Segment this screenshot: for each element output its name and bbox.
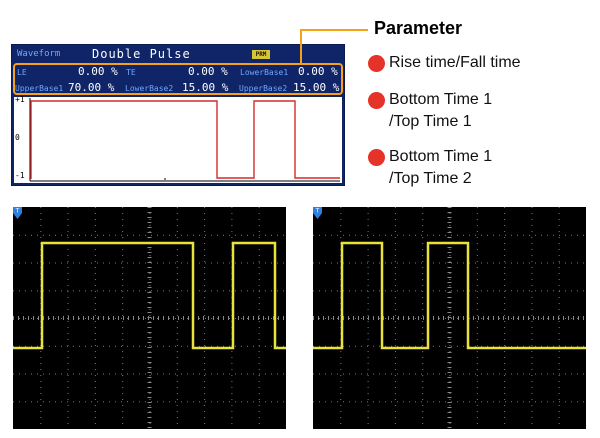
scope-trace-right — [313, 241, 586, 350]
legend-text-line1: Rise time/Fall time — [389, 54, 521, 71]
waveform-label: Waveform — [17, 49, 61, 59]
param-lowerbase1-label: LowerBase1 — [240, 68, 289, 77]
param-upperbase2-label: UpperBase2 — [239, 84, 288, 93]
svg-text:T: T — [315, 208, 320, 215]
param-upperbase2-value[interactable]: 15.00 % — [293, 81, 340, 94]
y-label-top: +1 — [15, 95, 25, 104]
parameter-row-1: LE 0.00 % TE 0.00 % LowerBase1 0.00 % — [12, 64, 344, 79]
waveform-panel: Waveform Double Pulse PRM LE 0.00 % TE 0… — [11, 44, 345, 186]
param-upperbase1-value[interactable]: 70.00 % — [68, 81, 115, 94]
legend-text-line2: /Top Time 1 — [389, 113, 472, 130]
parameter-highlight-box — [13, 63, 343, 95]
scope-grid-left — [13, 207, 286, 428]
parameter-row-2: UpperBase1 70.00 % LowerBase2 15.00 % Up… — [12, 80, 344, 95]
prm-badge: PRM — [252, 50, 270, 59]
trigger-marker-icon: T — [13, 207, 22, 219]
param-te-label: TE — [126, 68, 136, 77]
trigger-marker-icon: T — [313, 207, 322, 219]
parameter-title: Parameter — [374, 18, 463, 38]
legend-text-line1: Bottom Time 1 — [389, 148, 493, 165]
param-te-value[interactable]: 0.00 % — [188, 65, 228, 78]
legend-text-line1: Bottom Time 1 — [389, 91, 493, 108]
svg-text:T: T — [15, 208, 20, 215]
param-le-label: LE — [17, 68, 27, 77]
leader-line-horizontal — [300, 29, 368, 31]
param-le-value[interactable]: 0.00 % — [78, 65, 118, 78]
y-label-mid: 0 — [15, 133, 20, 142]
leader-line-vertical — [300, 29, 302, 64]
red-dot-icon — [368, 55, 385, 72]
red-dot-icon — [368, 92, 385, 109]
y-label-bottom: -1 — [15, 171, 25, 180]
param-lowerbase1-value[interactable]: 0.00 % — [298, 65, 338, 78]
param-lowerbase2-label: LowerBase2 — [125, 84, 174, 93]
scope-trace-left — [13, 241, 286, 350]
scope-grid-right — [313, 207, 586, 428]
double-pulse-waveform — [30, 100, 340, 179]
waveform-preview-svg — [29, 98, 340, 182]
legend-text-line2: /Top Time 2 — [389, 170, 472, 187]
waveform-preview-plot: +1 0 -1 — [14, 95, 342, 183]
scope-screen-left: T — [13, 207, 286, 429]
param-lowerbase2-value[interactable]: 15.00 % — [182, 81, 229, 94]
param-upperbase1-label: UpperBase1 — [15, 84, 64, 93]
red-dot-icon — [368, 149, 385, 166]
waveform-name[interactable]: Double Pulse — [92, 47, 191, 61]
panel-title-row: Waveform Double Pulse PRM — [12, 45, 344, 63]
scope-screen-right: T — [313, 207, 586, 429]
